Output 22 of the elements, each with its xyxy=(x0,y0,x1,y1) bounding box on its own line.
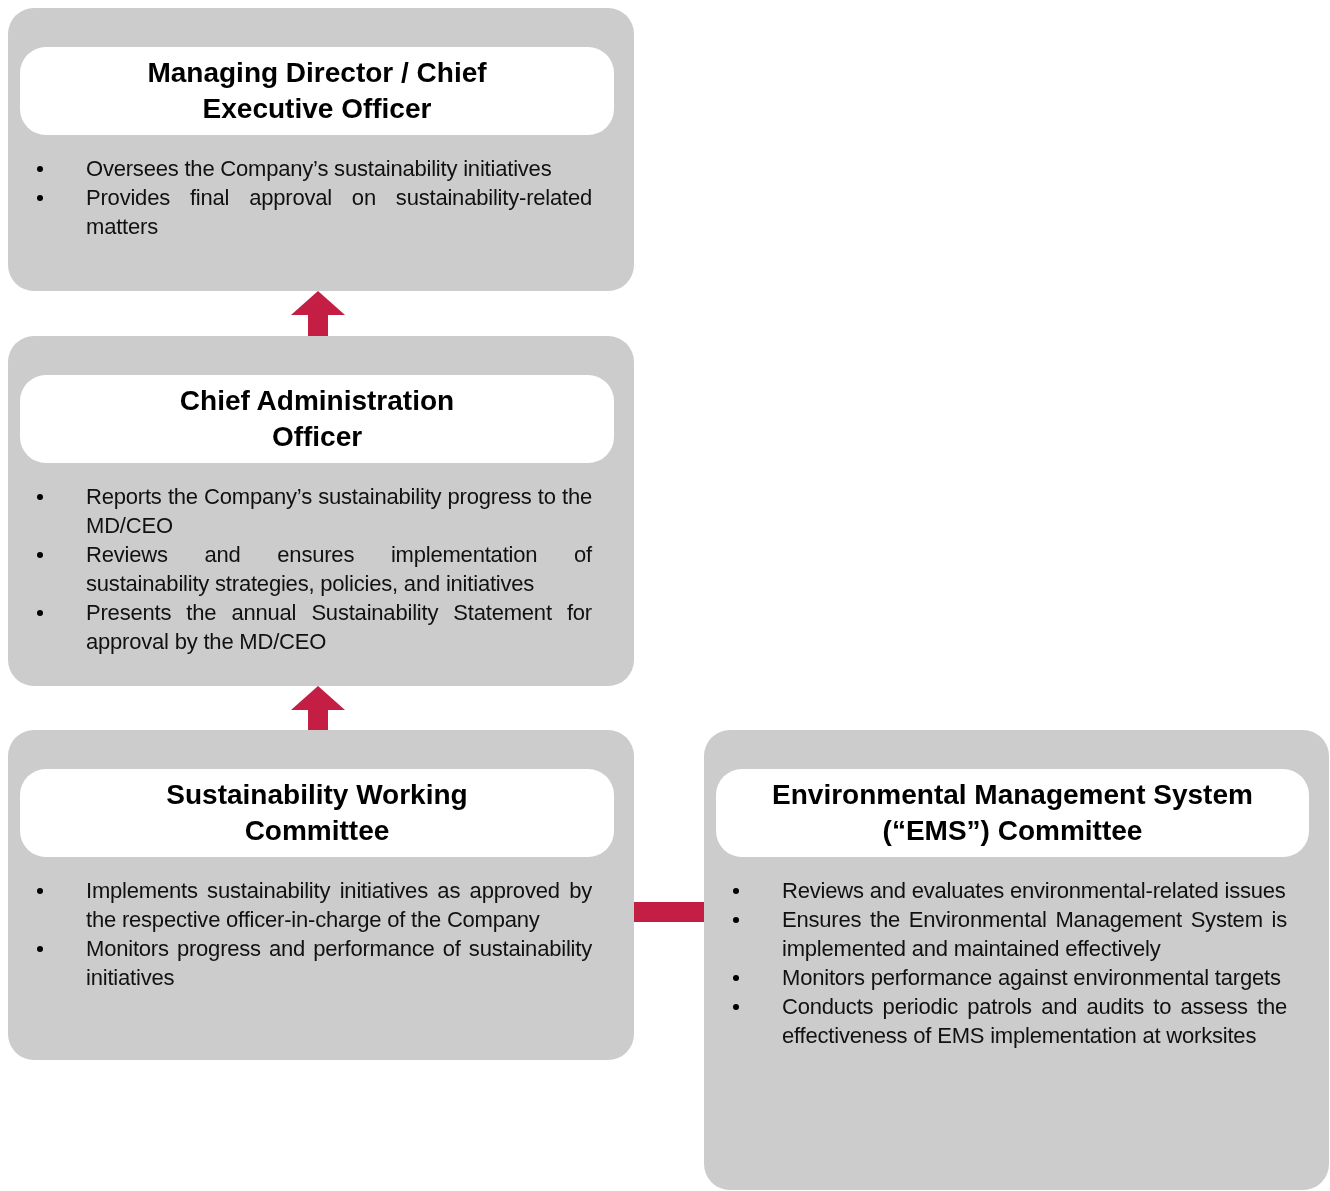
responsibility-text: Oversees the Company’s sustainability initiatives xyxy=(86,155,553,183)
role-panel xyxy=(8,8,634,291)
role-heading: Sustainability Working Committee xyxy=(20,769,614,857)
responsibility-text: Reviews and ensures implementation of sustainability strategies, policies, and initiatives xyxy=(86,541,592,598)
responsibility-text: Monitors performance against environmental targets xyxy=(782,964,1282,992)
responsibility-text: Conducts periodic patrols and audits to assess the effectiveness of EMS implementation at worksites xyxy=(782,993,1287,1050)
role-heading: Managing Director / Chief Executive Officer xyxy=(20,47,614,135)
responsibility-text: Implements sustainability initiatives as approved by the respective officer-in-charge of the Company xyxy=(86,877,592,934)
responsibility-text: Reports the Company’s sustainability progress to the MD/CEO xyxy=(86,483,592,540)
role-panel xyxy=(704,730,1329,1190)
responsibility-text: Reviews and evaluates environmental-related issues xyxy=(782,877,1287,905)
arrow xyxy=(291,686,345,730)
role-panel xyxy=(8,730,634,1060)
role-heading: Environmental Management System (“EMS”) Committee xyxy=(716,769,1309,857)
arrow xyxy=(291,291,345,336)
responsibility-text: Monitors progress and performance of sustainability initiatives xyxy=(86,935,592,992)
connector-bar xyxy=(634,902,704,922)
role-heading: Chief Administration Officer xyxy=(20,375,614,463)
responsibility-text: Provides final approval on sustainability-related matters xyxy=(86,184,592,241)
responsibility-text: Presents the annual Sustainability Statement for approval by the MD/CEO xyxy=(86,599,592,656)
role-panel xyxy=(8,336,634,686)
responsibility-text: Ensures the Environmental Management System is implemented and maintained effectively xyxy=(782,906,1287,963)
